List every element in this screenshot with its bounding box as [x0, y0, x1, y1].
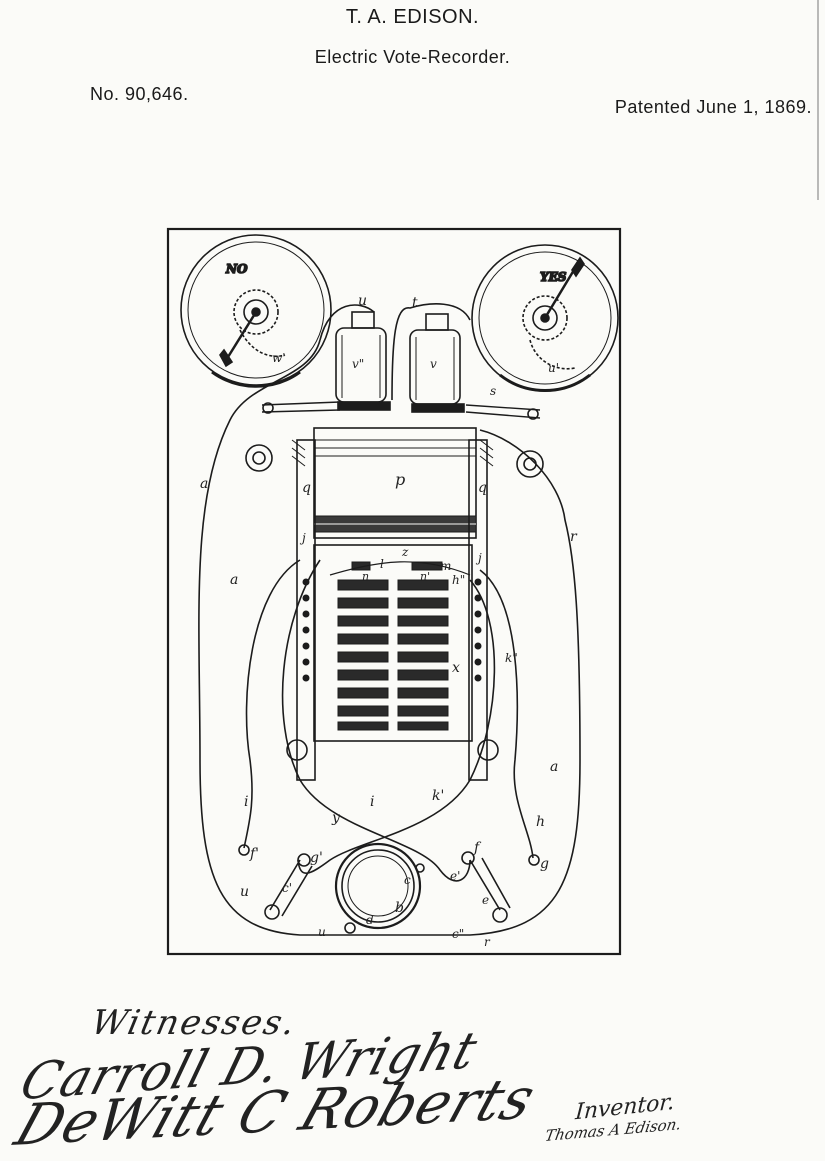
label-q-left: q: [302, 480, 311, 496]
yes-dial-label: YES: [540, 270, 567, 284]
patent-title: Electric Vote-Recorder.: [314, 47, 511, 67]
label-c-prime: c': [282, 881, 292, 895]
label-i-center: i: [370, 794, 374, 810]
name-plate: [313, 544, 473, 742]
label-u-top: u: [358, 293, 367, 309]
label-f: f: [473, 840, 482, 856]
label-h: h: [536, 814, 545, 830]
electromagnet-left: [335, 311, 391, 411]
label-q-right: q: [478, 480, 487, 496]
lever-left: [261, 401, 341, 413]
label-y: y: [331, 810, 341, 826]
label-f-prime: f': [249, 846, 259, 862]
label-g-prime: g': [310, 850, 323, 866]
label-k-dbl: k": [505, 651, 518, 665]
label-a-upper: a: [200, 476, 208, 492]
label-a-right: a: [550, 759, 558, 775]
label-k-prime: k': [432, 788, 444, 804]
label-t-top: t: [412, 295, 418, 311]
label-w: w': [272, 351, 286, 365]
label-c-dbl: c": [452, 927, 464, 941]
label-m: m: [440, 559, 451, 573]
label-u-bottom: u: [318, 925, 326, 939]
label-c: c: [404, 873, 411, 887]
bottom-switch: [264, 842, 511, 934]
label-a-mid: a: [230, 572, 238, 588]
label-l: l: [380, 557, 384, 571]
label-h-dbl: h": [452, 573, 465, 587]
wire-k: [297, 579, 496, 874]
no-dial-label: NO: [225, 262, 248, 276]
label-v-left: v": [352, 357, 364, 371]
label-x: x: [452, 660, 460, 676]
label-e: e: [482, 893, 489, 907]
patent-date: Patented June 1, 1869.: [614, 97, 812, 117]
label-j-right: j: [475, 551, 482, 565]
patent-number: No. 90,646.: [90, 84, 189, 104]
lever-right: [465, 404, 541, 419]
label-e-prime: e': [450, 869, 460, 883]
label-b: b: [395, 900, 404, 916]
label-n: n: [362, 570, 369, 583]
label-p: p: [395, 470, 405, 489]
label-i-lower: i: [244, 794, 248, 810]
label-z: z: [401, 545, 409, 559]
wire-h: [479, 569, 534, 859]
label-r-bottom: r: [484, 935, 491, 949]
label-j-left: j: [299, 531, 306, 545]
label-s: s: [490, 384, 496, 398]
label-g: g: [540, 856, 549, 872]
wire-a: [198, 339, 581, 936]
inventor-name: T. A. EDISON.: [345, 6, 480, 28]
yes-dial: YES: [471, 244, 619, 393]
no-dial: NO: [180, 234, 332, 388]
electromagnet-right: [409, 313, 465, 413]
wire-i-left: [243, 559, 301, 849]
label-u-prime: u': [548, 361, 559, 375]
label-d: d: [366, 913, 374, 927]
board-outline: [166, 227, 622, 956]
label-r: r: [570, 529, 578, 545]
wire-y: [281, 559, 471, 882]
paper-roller: [313, 427, 477, 539]
label-u-lower: u: [240, 884, 249, 900]
label-v-right: v: [430, 357, 437, 371]
label-n-prime: n': [420, 570, 430, 583]
